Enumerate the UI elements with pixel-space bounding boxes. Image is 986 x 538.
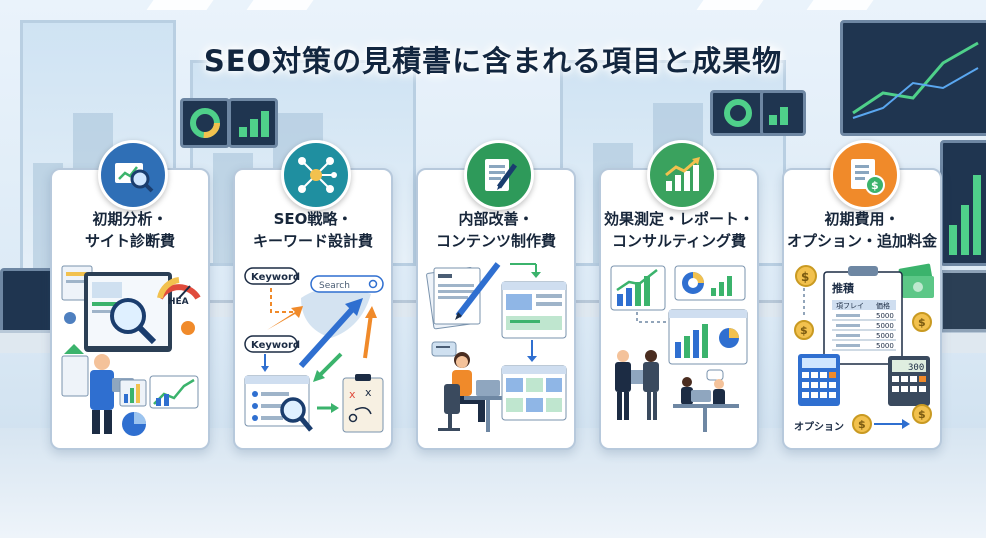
wall-screen bbox=[228, 98, 278, 148]
svg-text:$: $ bbox=[800, 324, 808, 337]
page-title: SEO対策の見積書に含まれる項目と成果物 bbox=[203, 44, 783, 78]
wall-screen bbox=[840, 20, 986, 136]
growth-chart-icon bbox=[647, 140, 717, 210]
card-internal-improvement: 内部改善・ コンテンツ制作費 bbox=[416, 140, 576, 450]
network-nodes-icon bbox=[281, 140, 351, 210]
cost-estimate-illustration: $ 推積 項フレイ 価格 5000 5000 5000 5000 $ $ bbox=[794, 263, 934, 434]
gauge-label: HEA bbox=[168, 297, 189, 307]
svg-text:$: $ bbox=[918, 408, 926, 421]
card-initial-cost: $ 初期費用・ オプション・追加料金 $ 推積 項フレイ 価格 5000 500… bbox=[782, 140, 942, 450]
content-creation-illustration bbox=[426, 262, 567, 432]
svg-text:5000: 5000 bbox=[876, 332, 894, 340]
card-seo-strategy: SEO戦略・ キーワード設計費 Keyword Search Keyword x bbox=[233, 140, 393, 450]
svg-text:価格: 価格 bbox=[876, 301, 890, 310]
svg-text:5000: 5000 bbox=[876, 342, 894, 350]
keyword-tag: Keyword bbox=[251, 272, 300, 283]
card-title: 初期費用・ オプション・追加料金 bbox=[786, 210, 937, 250]
document-pen-icon bbox=[464, 140, 534, 210]
keyword-tag: Keyword bbox=[251, 340, 300, 351]
magnifier-chart-icon bbox=[98, 140, 168, 210]
wall-screen bbox=[760, 90, 806, 136]
card-title: 初期分析・ サイト診断費 bbox=[84, 210, 175, 250]
svg-text:$: $ bbox=[871, 179, 879, 192]
option-label: オプション bbox=[794, 420, 844, 433]
svg-text:5000: 5000 bbox=[876, 322, 894, 330]
site-audit-illustration: HEA bbox=[61, 265, 201, 436]
search-box-text: Search bbox=[319, 281, 350, 291]
keyword-strategy-illustration: Keyword Search Keyword x x bbox=[244, 267, 384, 433]
svg-text:x: x bbox=[365, 386, 372, 399]
svg-text:x: x bbox=[349, 388, 356, 401]
card-title: 効果測定・レポート・ コンサルティング費 bbox=[603, 210, 754, 250]
wall-screen bbox=[710, 90, 766, 136]
svg-text:$: $ bbox=[801, 270, 809, 284]
svg-text:項フレイ: 項フレイ bbox=[836, 302, 864, 310]
wall-screen bbox=[180, 98, 230, 148]
estimate-heading: 推積 bbox=[832, 281, 855, 295]
invoice-coin-icon: $ bbox=[830, 140, 900, 210]
wall-screen bbox=[940, 140, 986, 266]
svg-text:5000: 5000 bbox=[876, 312, 894, 320]
calculator-display: 300 bbox=[908, 363, 924, 373]
svg-text:$: $ bbox=[858, 418, 866, 431]
card-title: 内部改善・ コンテンツ制作費 bbox=[435, 210, 556, 250]
card-initial-analysis: 初期分析・ サイト診断費 HEA bbox=[50, 140, 210, 450]
card-effect-measurement: 効果測定・レポート・ コンサルティング費 bbox=[599, 140, 759, 450]
svg-text:$: $ bbox=[918, 316, 926, 329]
card-title: SEO戦略・ キーワード設計費 bbox=[252, 210, 373, 250]
report-consulting-illustration bbox=[610, 265, 748, 432]
